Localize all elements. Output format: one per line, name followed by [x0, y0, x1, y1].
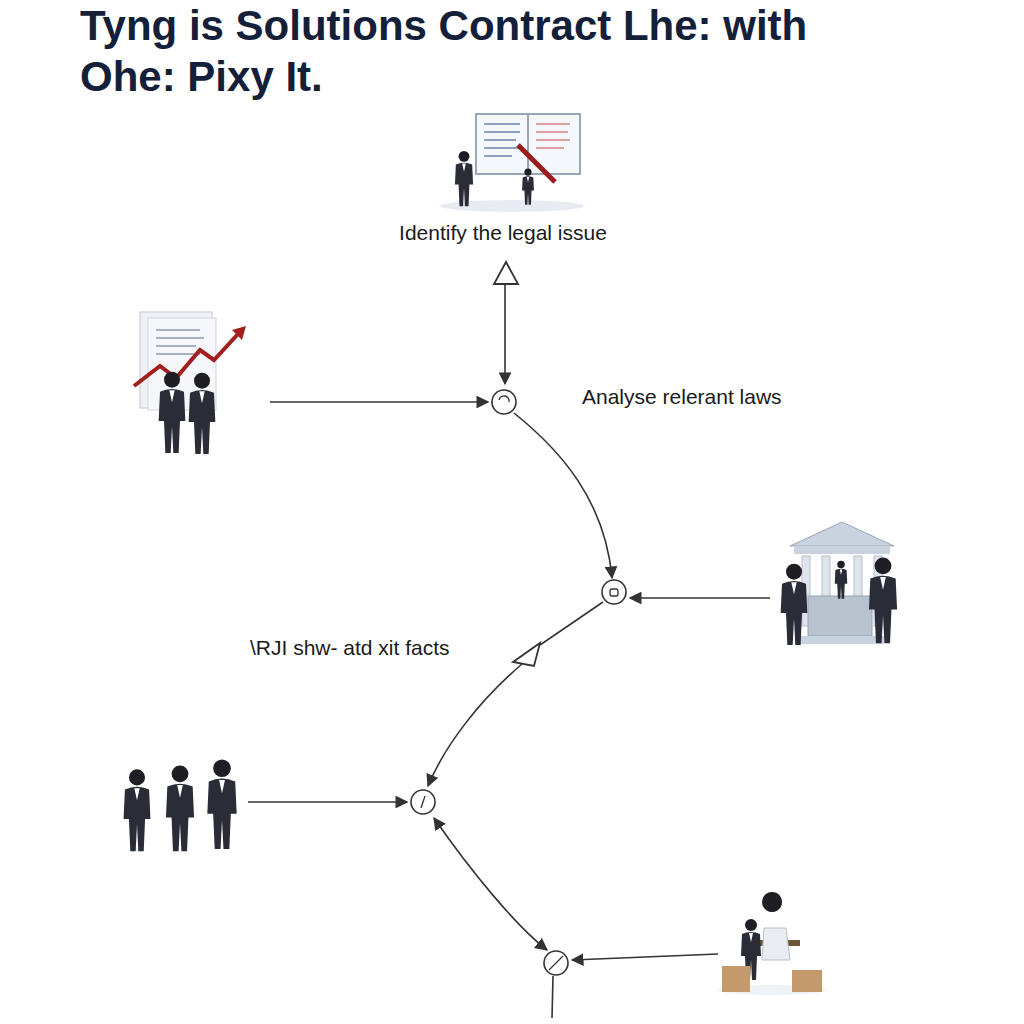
diagram-title: Tyng is Solutions Contract Lhe: with Ohe… [80, 0, 900, 102]
board-illustration [440, 114, 584, 212]
step-label: Analyse relerant laws [580, 385, 784, 409]
meeting-illustration [718, 892, 826, 995]
chart-illustration [134, 312, 246, 454]
group-illustration [124, 759, 237, 851]
step-label: Identify the legal issue [397, 221, 609, 245]
step-label: \RJI shw- atd xit facts [248, 636, 452, 660]
courthouse-illustration [781, 522, 897, 645]
flow-circles [411, 390, 626, 975]
